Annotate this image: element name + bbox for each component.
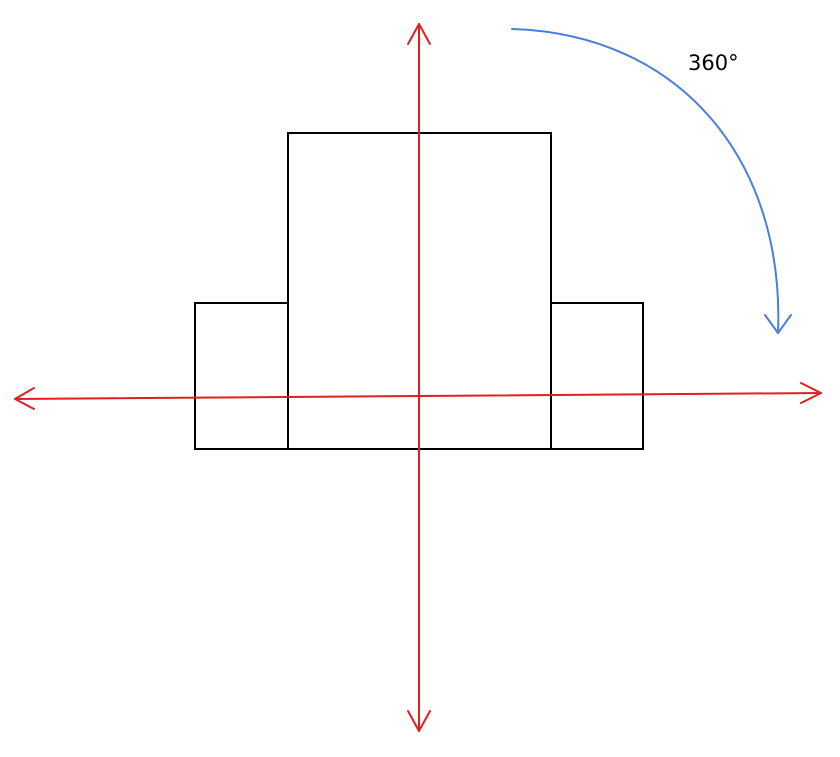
axes	[14, 23, 822, 732]
horizontal-axis	[14, 392, 822, 400]
rotation-arc	[511, 28, 780, 334]
up-arrow-head	[407, 23, 431, 45]
down-arrow-head	[407, 710, 431, 732]
rotation-arrow	[511, 28, 792, 334]
right-arrow-head	[800, 382, 822, 404]
rotation-arrow-head	[764, 314, 792, 334]
left-arrow-head	[14, 387, 35, 410]
right-block	[550, 302, 644, 450]
left-block	[194, 302, 289, 450]
rotation-label: 360°	[688, 51, 739, 75]
